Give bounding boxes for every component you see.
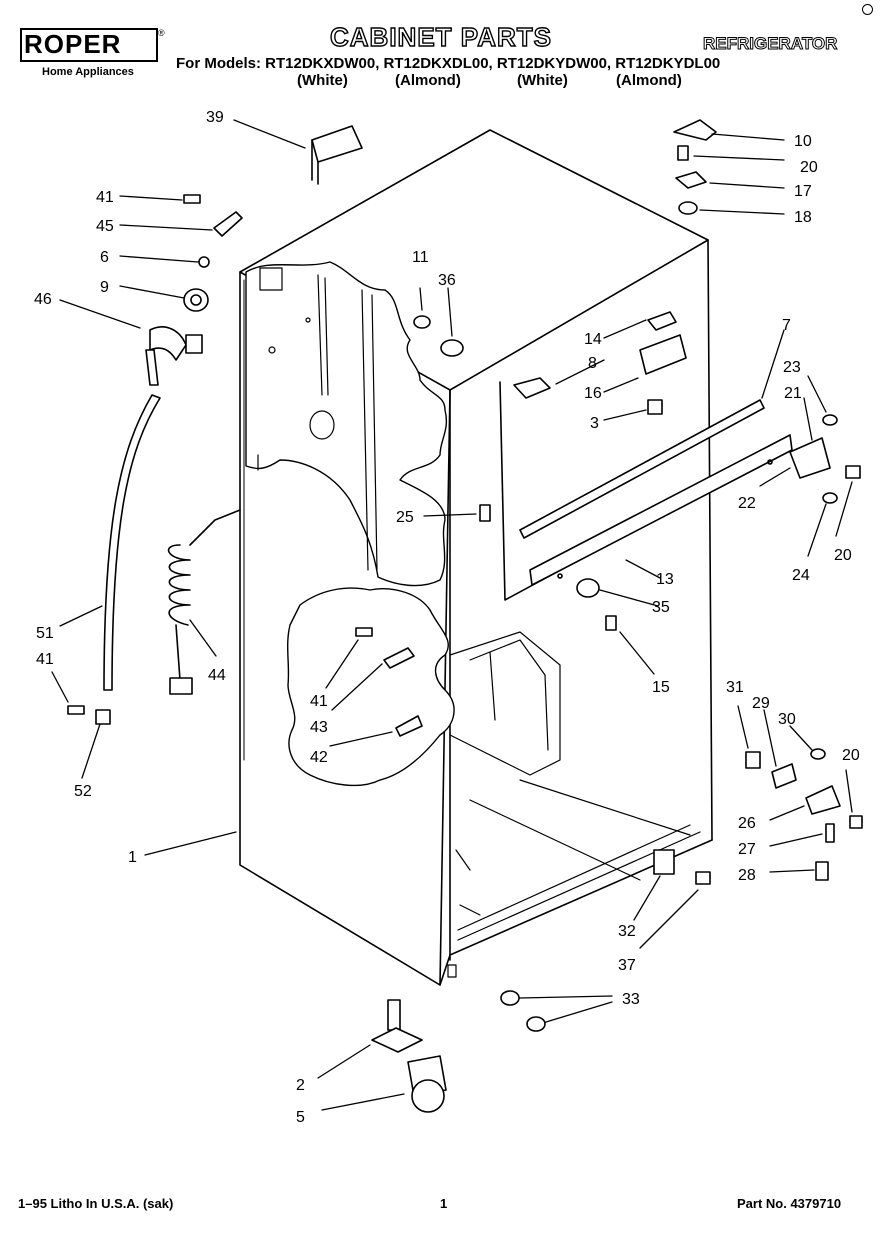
part-label: 6 [100, 249, 109, 266]
part-label: 25 [396, 509, 414, 526]
model-color-1: (White) [297, 72, 348, 89]
part-label: 13 [656, 571, 674, 588]
part-label: 30 [778, 711, 796, 728]
interior-details [257, 267, 701, 978]
part-label: 36 [438, 272, 456, 289]
part-label: 41 [36, 651, 54, 668]
part-label: 15 [652, 679, 670, 696]
part-label: 3 [590, 415, 599, 432]
leader-lines [51, 119, 853, 1111]
part-label: 42 [310, 749, 328, 766]
part-number: Part No. 4379710 [737, 1196, 842, 1211]
brand-tagline: Home Appliances [42, 66, 134, 78]
part-label: 8 [588, 355, 597, 372]
part-label: 22 [738, 495, 756, 512]
part-label: 52 [74, 783, 92, 800]
part-label: 28 [738, 867, 756, 884]
logo-box [20, 28, 158, 62]
part-label: 32 [618, 923, 636, 940]
logo-text: ROPER [24, 29, 122, 59]
part-label: 11 [412, 249, 429, 266]
part-number-labels: 39 10 20 17 18 41 45 6 9 11 36 46 14 8 7… [34, 109, 860, 1126]
appliance-category: REFRIGERATOR [702, 34, 838, 54]
trademark: ® [158, 28, 165, 38]
part-shapes [67, 119, 863, 1113]
upper-cutaway [245, 261, 448, 587]
part-label: 39 [206, 109, 224, 126]
part-label: 41 [96, 189, 114, 206]
part-label: 31 [726, 679, 744, 696]
part-label: 26 [738, 815, 756, 832]
model-list: For Models: RT12DKXDW00, RT12DKXDL00, RT… [176, 55, 721, 72]
model-color-3: (White) [517, 72, 568, 89]
part-label: 9 [100, 279, 109, 296]
part-label: 18 [794, 209, 812, 226]
part-label: 17 [794, 183, 812, 200]
part-label: 2 [296, 1077, 305, 1094]
cabinet-body [239, 129, 713, 986]
page-title: CABINET PARTS [329, 21, 552, 52]
brand-logo: ROPER ® Home Appliances [20, 28, 165, 80]
part-label: 1 [128, 849, 137, 866]
lower-cutaway [286, 587, 455, 787]
model-color-4: (Almond) [616, 72, 682, 89]
part-label: 27 [738, 841, 756, 858]
part-label: 5 [296, 1109, 305, 1126]
part-label: 10 [794, 133, 812, 150]
part-label: 45 [96, 218, 114, 235]
part-label: 33 [622, 991, 640, 1008]
part-label: 7 [782, 317, 791, 334]
part-label: 43 [310, 719, 328, 736]
part-label: 23 [783, 359, 801, 376]
part-label: 24 [792, 567, 810, 584]
part-label: 20 [800, 159, 818, 176]
part-label: 29 [752, 695, 770, 712]
part-label: 35 [652, 599, 670, 616]
part-label: 20 [834, 547, 852, 564]
part-label: 51 [36, 625, 54, 642]
model-color-2: (Almond) [395, 72, 461, 89]
part-label: 37 [618, 957, 636, 974]
part-label: 16 [584, 385, 602, 402]
part-label: 20 [842, 747, 860, 764]
part-label: 46 [34, 291, 52, 308]
part-label: 14 [584, 331, 602, 348]
part-label: 41 [310, 693, 328, 710]
part-label: 21 [784, 385, 802, 402]
footer-print-info: 1–95 Litho In U.S.A. (sak) [18, 1196, 174, 1211]
page-number: 1 [440, 1196, 448, 1211]
part-label: 44 [208, 667, 226, 684]
corner-mark [862, 4, 873, 15]
